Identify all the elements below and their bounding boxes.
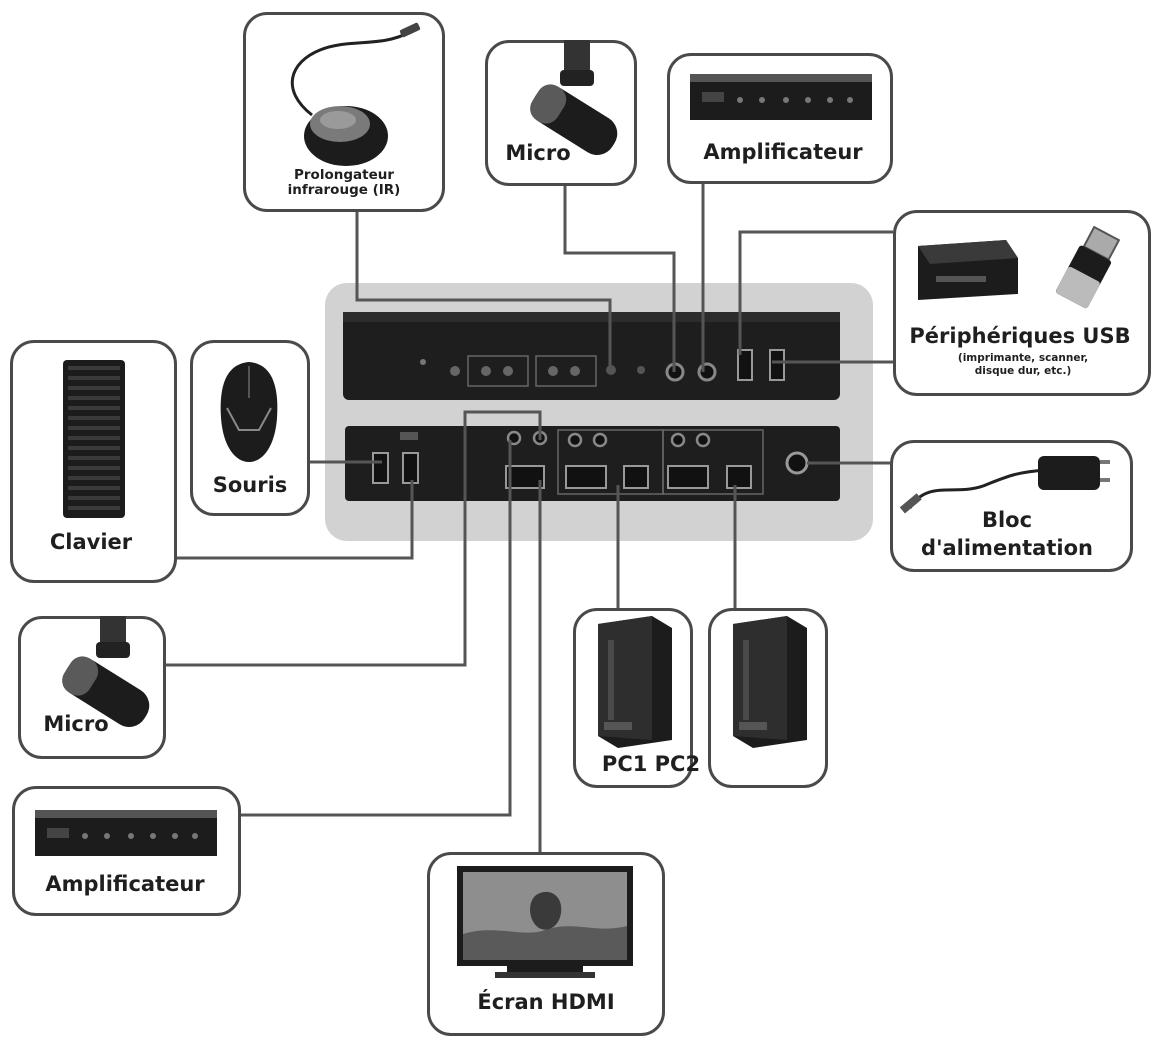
ir-extender-label-line2: infrarouge (IR) bbox=[287, 182, 401, 198]
usb-sub-line2: disque dur, etc.) bbox=[974, 365, 1072, 377]
wire-mic-bottom bbox=[166, 410, 542, 667]
pc-tower-icon bbox=[598, 616, 672, 748]
microphone-icon bbox=[62, 616, 150, 727]
wire-ir bbox=[355, 212, 612, 370]
pc-tower-icon bbox=[733, 616, 807, 748]
microphone-icon bbox=[530, 40, 618, 155]
display-label: Écran HDMI bbox=[477, 990, 615, 1014]
amp-top-label: Amplificateur bbox=[703, 140, 863, 164]
printer-icon bbox=[918, 240, 1018, 300]
kvm-rear-panel bbox=[345, 426, 840, 501]
usb-sub-line1: (imprimante, scanner, bbox=[957, 352, 1089, 364]
usb-peripherals-sublabel: (imprimante, scanner, disque dur, etc.) bbox=[930, 352, 1116, 378]
monitor-icon bbox=[457, 866, 633, 978]
mouse-icon bbox=[220, 362, 278, 462]
mic-top-box bbox=[485, 40, 637, 186]
power-adapter-icon bbox=[899, 456, 1110, 514]
wire-mic-top bbox=[563, 185, 676, 372]
keyboard-icon bbox=[63, 360, 125, 518]
power-label-line1: Bloc bbox=[981, 508, 1033, 532]
wire-usb-1 bbox=[738, 230, 893, 355]
kvm-front-panel bbox=[343, 312, 840, 400]
wire-amp-bottom bbox=[240, 440, 512, 817]
pc-label: PC1 PC2 bbox=[601, 752, 701, 776]
amp-bottom-label: Amplificateur bbox=[45, 872, 205, 896]
keyboard-label: Clavier bbox=[49, 530, 133, 554]
ir-extender-label: Prolongateur infrarouge (IR) bbox=[263, 168, 425, 198]
mic-bottom-label: Micro bbox=[43, 712, 109, 736]
mouse-label: Souris bbox=[212, 473, 288, 497]
mic-top-label: Micro bbox=[505, 141, 571, 165]
power-adapter-label: Bloc d'alimentation bbox=[902, 506, 1112, 562]
usb-drive-icon bbox=[1056, 226, 1121, 309]
wire-keyboard bbox=[176, 480, 414, 560]
usb-peripherals-label: Périphériques USB bbox=[909, 324, 1131, 348]
amplifier-icon bbox=[35, 810, 217, 856]
ir-extender-icon bbox=[290, 22, 421, 166]
ir-extender-label-line1: Prolongateur bbox=[294, 167, 394, 183]
power-label-line2: d'alimentation bbox=[921, 536, 1093, 560]
connection-wires bbox=[166, 183, 893, 852]
amplifier-icon bbox=[690, 74, 872, 120]
